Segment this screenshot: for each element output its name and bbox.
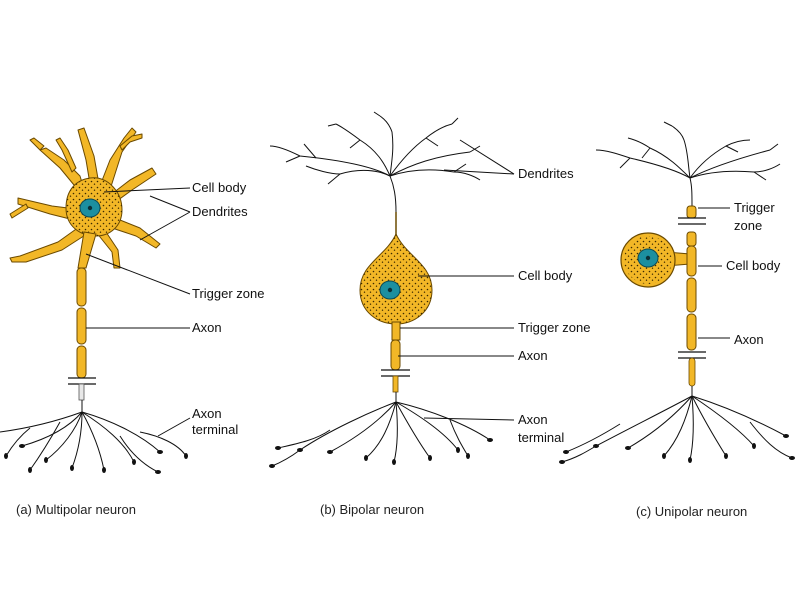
bipolar-neuron [269, 111, 515, 468]
label-a-trigger-zone: Trigger zone [192, 286, 265, 301]
label-b-dendrites: Dendrites [518, 166, 574, 181]
bipolar-terminal-bulbs [269, 438, 493, 468]
unipolar-neuron [559, 121, 795, 464]
label-c-axon: Axon [734, 332, 764, 347]
bipolar-dendrites [269, 111, 481, 213]
label-c-trigger-zone-line1: Trigger [734, 200, 775, 215]
caption-unipolar: (c) Unipolar neuron [636, 504, 748, 519]
multipolar-leader-lines [85, 187, 191, 437]
multipolar-neuron [0, 127, 191, 474]
unipolar-terminal-bulbs [559, 434, 795, 464]
unipolar-axon [686, 245, 697, 351]
label-b-axon-terminal-line2: terminal [518, 430, 565, 445]
multipolar-axon-hillock [77, 231, 97, 269]
unipolar-axon-terminal [561, 386, 793, 463]
label-b-axon-terminal-line1: Axon [518, 412, 548, 427]
multipolar-axon-break [68, 377, 96, 401]
label-c-cell-body: Cell body [726, 258, 781, 273]
multipolar-axon [76, 267, 87, 379]
bipolar-axon-terminal [271, 392, 491, 467]
unipolar-axon-upper [686, 205, 697, 247]
caption-bipolar: (b) Bipolar neuron [320, 502, 425, 517]
caption-multipolar: (a) Multipolar neuron [16, 502, 136, 517]
label-a-axon: Axon [192, 320, 222, 335]
label-a-cell-body: Cell body [192, 180, 247, 195]
label-a-axon-terminal-line2: terminal [192, 422, 239, 437]
label-c-trigger-zone-line2: zone [734, 218, 763, 233]
unipolar-leader-lines [698, 207, 730, 339]
bipolar-leader-lines [398, 139, 515, 421]
unipolar-dendrites [595, 121, 781, 207]
multipolar-terminal-bulbs [4, 444, 188, 474]
unipolar-axon-break-top [678, 217, 706, 225]
label-b-trigger-zone: Trigger zone [518, 320, 591, 335]
bipolar-axon [390, 321, 401, 371]
multipolar-axon-terminal [0, 400, 187, 473]
label-a-dendrites: Dendrites [192, 204, 248, 219]
label-b-axon: Axon [518, 348, 548, 363]
bipolar-axon-break [381, 369, 410, 393]
label-a-axon-terminal-line1: Axon [192, 406, 222, 421]
unipolar-axon-break [678, 351, 706, 387]
label-b-cell-body: Cell body [518, 268, 573, 283]
